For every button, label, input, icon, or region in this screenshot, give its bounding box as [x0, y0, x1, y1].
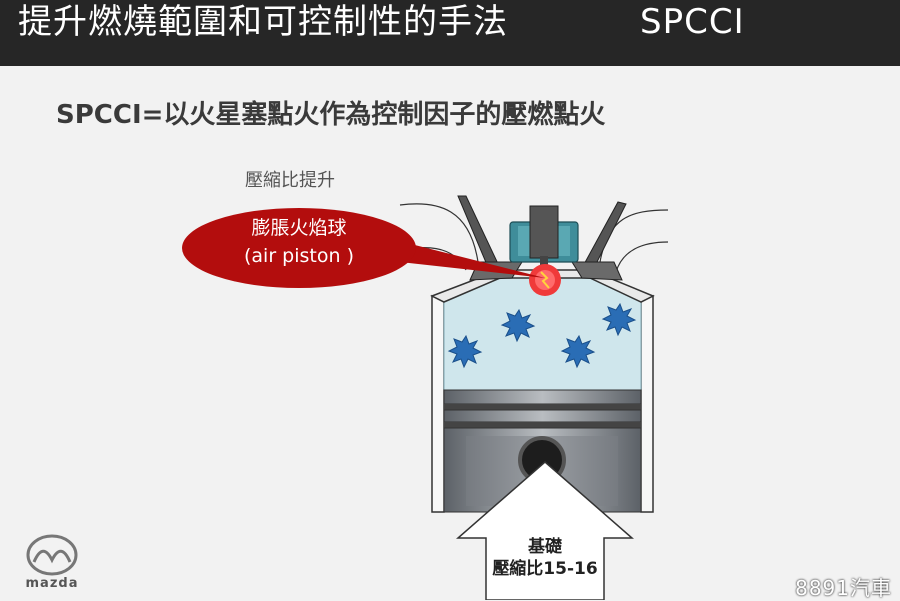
base-compression-line1: 基礎	[528, 537, 562, 557]
spark-plug	[509, 205, 579, 268]
compression-ratio-label: 壓縮比提升	[245, 170, 335, 191]
cylinder-wall	[431, 294, 654, 513]
slide-title: 提升燃燒範圍和可控制性的手法	[18, 2, 508, 42]
base-compression-label: 基礎 壓縮比15-16	[462, 536, 628, 580]
mazda-logo-text: mazda	[25, 576, 79, 591]
flame-ball-label-line2: (air piston )	[244, 245, 354, 267]
compression-arrow	[456, 461, 634, 600]
base-compression-line2: 壓縮比15-16	[492, 559, 598, 579]
header-bar: 提升燃燒範圍和可控制性的手法 SPCCI	[0, 0, 900, 66]
slide-tag: SPCCI	[640, 2, 745, 42]
flame-kernel	[529, 264, 561, 296]
fuel-stars	[447, 302, 637, 369]
exhaust-valve	[571, 201, 627, 281]
flame-ball-callout	[182, 208, 545, 288]
slide-subtitle: SPCCI=以火星塞點火作為控制因子的壓燃點火	[56, 100, 606, 130]
flame-ball-label-line1: 膨脹火焰球	[251, 217, 347, 239]
site-watermark: 8891汽車	[795, 576, 892, 600]
mazda-logo-mark	[26, 534, 78, 576]
flame-ball-label: 膨脹火焰球 (air piston )	[190, 214, 408, 270]
